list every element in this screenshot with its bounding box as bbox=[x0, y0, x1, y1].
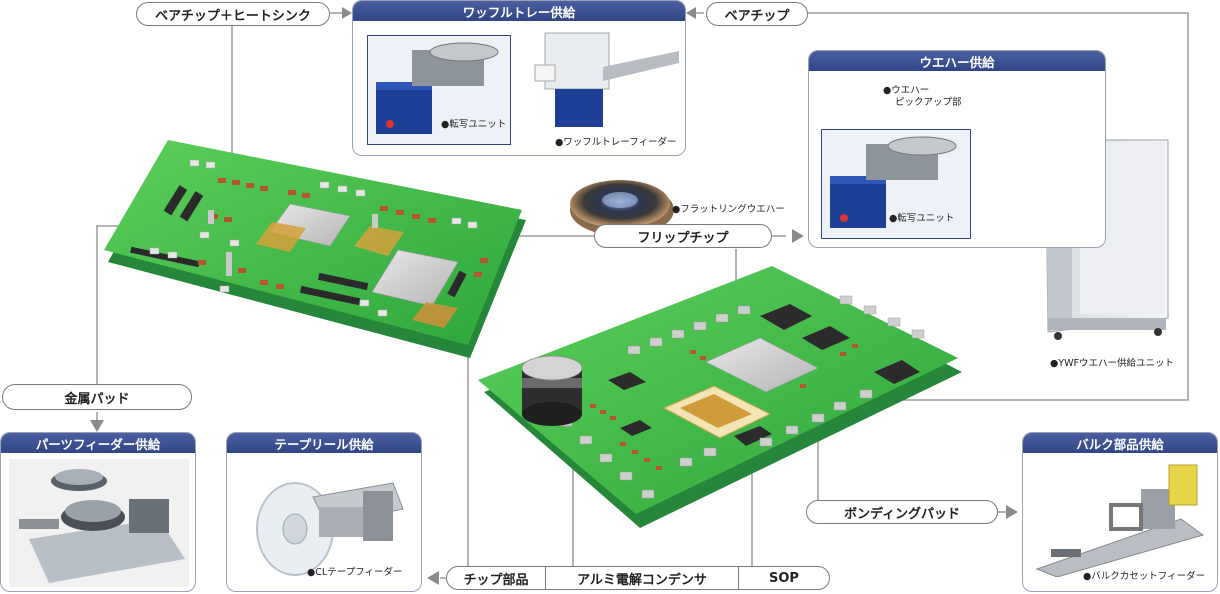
waffle-tray-feeder-caption: ●ワッフルトレーフィーダー bbox=[555, 137, 677, 148]
cl-tape-feeder-caption: ●CLテープフィーダー bbox=[307, 567, 403, 578]
parts-feeder-image bbox=[9, 459, 189, 587]
pcb-board-right bbox=[478, 266, 962, 528]
bare-chip-label: ベアチップ bbox=[706, 2, 808, 26]
waffle-tray-supply-box: ワッフルトレー供給 ●転写ユニット ●ワッフルトレーフィーダー bbox=[352, 0, 686, 156]
tape-reel-supply-title: テープリール供給 bbox=[227, 433, 421, 453]
transfer-unit-image bbox=[367, 35, 511, 145]
ywf-wafer-unit-caption: ●YWFウエハー供給ユニット bbox=[1050, 358, 1174, 369]
arrow-heads bbox=[90, 7, 1018, 585]
bulk-parts-supply-title: バルク部品供給 bbox=[1023, 433, 1217, 453]
flat-ring-wafer-caption: ●フラットリングウエハー bbox=[672, 204, 785, 215]
bulk-parts-supply-box: バルク部品供給 ●バルクカセットフィーダー bbox=[1022, 432, 1218, 592]
bulk-cassette-feeder-caption: ●バルクカセットフィーダー bbox=[1083, 571, 1206, 582]
bonding-pad-label: ボンディングパッド bbox=[806, 500, 998, 524]
bulk-cassette-feeder-image bbox=[1031, 459, 1215, 578]
waffle-tray-feeder-image bbox=[533, 29, 683, 133]
wafer-transfer-unit-caption: ●転写ユニット bbox=[889, 213, 955, 224]
aluminum-capacitor-part bbox=[521, 355, 583, 426]
bare-chip-heatsink-label: ベアチップ＋ヒートシンク bbox=[136, 2, 330, 26]
flat-ring-wafer-image bbox=[570, 180, 674, 236]
chip-parts-label: チップ部品 bbox=[447, 567, 546, 589]
parts-feeder-supply-box: パーツフィーダー供給 bbox=[0, 432, 196, 592]
waffle-tray-supply-title: ワッフルトレー供給 bbox=[353, 1, 685, 21]
wafer-caption-line1: ●ウエハー bbox=[883, 85, 930, 96]
sop-label: SOP bbox=[769, 570, 799, 586]
flip-chip-label: フリップチップ bbox=[594, 224, 772, 248]
metal-pad-label: 金属パッド bbox=[2, 384, 192, 410]
cl-tape-feeder-image bbox=[243, 467, 413, 577]
bottom-parts-label-group: チップ部品 アルミ電解コンデンサ SOP bbox=[446, 566, 830, 590]
parts-feeder-supply-title: パーツフィーダー供給 bbox=[1, 433, 195, 453]
transfer-unit-caption: ●転写ユニット bbox=[441, 119, 507, 130]
wafer-supply-box: ウエハー供給 ●ウエハー ピックアップ部 ●転写ユニット bbox=[808, 50, 1106, 248]
tape-reel-supply-box: テープリール供給 ●CLテープフィーダー bbox=[226, 432, 422, 592]
wafer-transfer-unit-image bbox=[821, 129, 971, 239]
wafer-caption-line2: ピックアップ部 bbox=[895, 97, 962, 108]
wafer-supply-title: ウエハー供給 bbox=[809, 51, 1105, 71]
pcb-board-left bbox=[104, 140, 526, 358]
aluminum-capacitor-label: アルミ電解コンデンサ bbox=[546, 567, 739, 589]
